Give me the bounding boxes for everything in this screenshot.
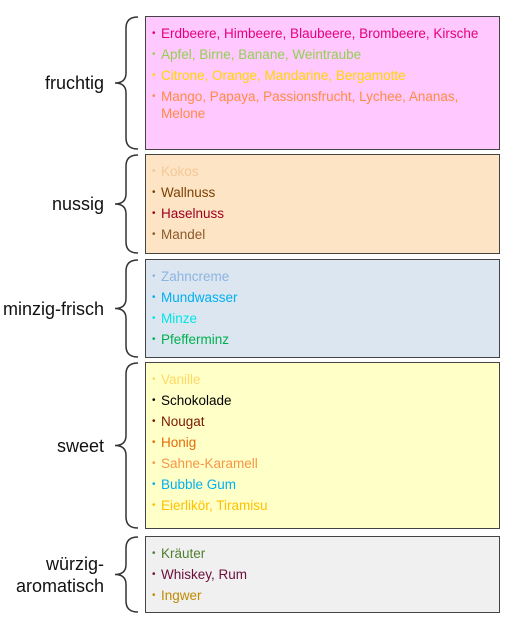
bullet-icon: • bbox=[152, 416, 156, 427]
bullet-icon: • bbox=[152, 590, 156, 601]
list-item: • Mandel bbox=[152, 224, 493, 245]
list-item: • Kräuter bbox=[152, 543, 493, 564]
list-item: • Bubble Gum bbox=[152, 474, 493, 495]
item-text: Whiskey, Rum bbox=[161, 567, 248, 582]
list-item: • Kokos bbox=[152, 161, 493, 182]
list-item: • Pfefferminz bbox=[152, 329, 493, 350]
item-text: Honig bbox=[161, 435, 197, 450]
bullet-icon: • bbox=[152, 334, 156, 345]
category-label: minzig-frisch bbox=[2, 298, 104, 319]
curly-brace-icon bbox=[112, 536, 142, 613]
item-text: Ingwer bbox=[161, 588, 202, 603]
item-text: Haselnuss bbox=[161, 206, 225, 221]
item-text: Zahncreme bbox=[161, 269, 230, 284]
item-text: Kräuter bbox=[161, 546, 206, 561]
category-label: würzig-aromatisch bbox=[15, 553, 104, 596]
list-item: • Vanille bbox=[152, 369, 493, 390]
bullet-icon: • bbox=[152, 271, 156, 282]
item-text: Apfel, Birne, Banane, Weintraube bbox=[161, 47, 362, 62]
item-text: Erdbeere, Himbeere, Blaubeere, Brombeere… bbox=[161, 26, 479, 41]
bullet-icon: • bbox=[152, 395, 156, 406]
bullet-icon: • bbox=[152, 292, 156, 303]
item-text: Mandel bbox=[161, 227, 206, 242]
list-item: • Whiskey, Rum bbox=[152, 564, 493, 585]
category-label: sweet bbox=[56, 435, 104, 456]
item-text: Mango, Papaya, Passionsfrucht, Lychee, A… bbox=[161, 89, 459, 121]
bullet-icon: • bbox=[152, 313, 156, 324]
list-item: • Erdbeere, Himbeere, Blaubeere, Brombeer… bbox=[152, 25, 493, 42]
bullet-icon: • bbox=[152, 208, 156, 219]
category-box: • Kokos • Wallnuss • Haselnuss • Mandel bbox=[145, 154, 500, 254]
list-item: • Nougat bbox=[152, 411, 493, 432]
item-text: Minze bbox=[161, 311, 198, 326]
list-item: • Mundwasser bbox=[152, 287, 493, 308]
bullet-icon: • bbox=[152, 49, 156, 60]
curly-brace-icon bbox=[112, 362, 142, 529]
curly-brace-icon bbox=[112, 154, 142, 254]
category-box: • Vanille • Schokolade • Nougat • Honig • Sahne-K… bbox=[145, 362, 500, 529]
list-item: • Schokolade bbox=[152, 390, 493, 411]
list-item: • Ingwer bbox=[152, 585, 493, 606]
item-text: Wallnuss bbox=[161, 185, 216, 200]
item-text: Eierlikör, Tiramisu bbox=[161, 498, 268, 513]
item-text: Kokos bbox=[161, 164, 199, 179]
category-box: • Kräuter • Whiskey, Rum • Ingwer bbox=[145, 536, 500, 613]
category-label: fruchtig bbox=[44, 73, 104, 93]
bullet-icon: • bbox=[152, 458, 156, 469]
item-text: Vanille bbox=[161, 372, 201, 387]
item-text: Pfefferminz bbox=[161, 332, 230, 347]
bullet-icon: • bbox=[152, 569, 156, 580]
bullet-icon: • bbox=[152, 187, 156, 198]
list-item: • Zahncreme bbox=[152, 266, 493, 287]
list-item: • Honig bbox=[152, 432, 493, 453]
list-item: • Mango, Papaya, Passionsfrucht, Lychee, … bbox=[152, 88, 493, 122]
list-item: • Apfel, Birne, Banane, Weintraube bbox=[152, 44, 493, 65]
item-text: Schokolade bbox=[161, 393, 232, 408]
bullet-icon: • bbox=[152, 479, 156, 490]
list-item: • Eierlikör, Tiramisu bbox=[152, 495, 493, 516]
item-text: Nougat bbox=[161, 414, 205, 429]
bullet-icon: • bbox=[152, 28, 156, 39]
item-text: Sahne-Karamell bbox=[161, 456, 258, 471]
bullet-icon: • bbox=[152, 70, 156, 81]
bullet-icon: • bbox=[152, 437, 156, 448]
bullet-icon: • bbox=[152, 548, 156, 559]
item-text: Citrone, Orange, Mandarine, Bergamotte bbox=[161, 68, 406, 83]
category-box: • Erdbeere, Himbeere, Blaubeere, Brombeer… bbox=[145, 16, 500, 150]
curly-brace-icon bbox=[112, 259, 142, 358]
list-item: • Haselnuss bbox=[152, 203, 493, 224]
bullet-icon: • bbox=[152, 374, 156, 385]
bullet-icon: • bbox=[152, 229, 156, 240]
item-text: Mundwasser bbox=[161, 290, 238, 305]
list-item: • Sahne-Karamell bbox=[152, 453, 493, 474]
category-label: nussig bbox=[51, 194, 104, 214]
bullet-icon: • bbox=[152, 166, 156, 177]
curly-brace-icon bbox=[112, 16, 142, 150]
bullet-icon: • bbox=[152, 500, 156, 511]
item-text: Bubble Gum bbox=[161, 477, 237, 492]
list-item: • Citrone, Orange, Mandarine, Bergamotte bbox=[152, 65, 493, 86]
category-box: • Zahncreme • Mundwasser • Minze • Pfefferminz bbox=[145, 259, 500, 358]
list-item: • Wallnuss bbox=[152, 182, 493, 203]
bullet-icon: • bbox=[152, 91, 156, 102]
list-item: • Minze bbox=[152, 308, 493, 329]
